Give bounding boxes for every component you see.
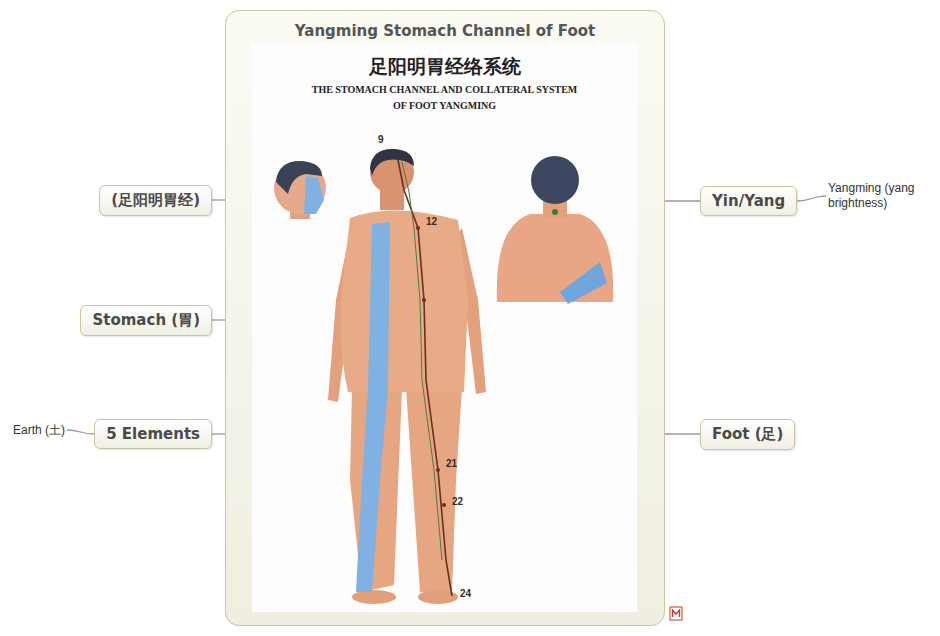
leaf-topic: Yangming (yang brightness): [826, 179, 930, 213]
point-dot: [442, 503, 446, 507]
poster-title: 足阳明胃经络系统: [252, 54, 637, 80]
head: [531, 156, 579, 204]
channel-line: [398, 160, 452, 596]
topic-text: (足阳明胃经): [111, 191, 200, 210]
topic-text: Yin/Yang: [712, 192, 785, 210]
branch-connector: [665, 200, 700, 201]
branch-topic: Yin/Yang: [700, 186, 797, 216]
topic-text: Yangming Stomach Channel of Foot: [226, 22, 664, 40]
topic-text: Yangming (yang brightness): [828, 181, 928, 211]
torso: [341, 210, 468, 392]
channel-band: [356, 222, 390, 592]
branch-connector: [212, 199, 225, 200]
point-dot: [436, 468, 440, 472]
back-view: [497, 156, 613, 304]
leg: [406, 388, 462, 592]
foot: [352, 590, 396, 604]
branch-connector: [665, 433, 700, 434]
poster-subtitle: THE STOMACH CHANNEL AND COLLATERAL SYSTE…: [307, 82, 582, 113]
channel-band: [560, 262, 607, 304]
callout-number: 9: [378, 134, 384, 145]
callout-number: 24: [460, 588, 471, 599]
branch-topic: 5 Elements: [94, 419, 212, 449]
branch-connector: [212, 319, 225, 320]
leaf-topic: Earth (土): [11, 421, 67, 440]
point-dot: [422, 298, 426, 302]
side-head: [274, 161, 326, 219]
callout-number: 22: [452, 496, 463, 507]
icon-frame: [670, 607, 682, 620]
callout-number: 12: [426, 216, 437, 227]
callout-number: 21: [446, 458, 457, 469]
poster-sheet: [252, 44, 637, 612]
topic-text: Stomach (胃): [92, 311, 200, 330]
branch-connector: [797, 196, 826, 201]
topic-text: 5 Elements: [106, 425, 200, 443]
topic-text: Earth (土): [13, 423, 65, 438]
branch-connector: [212, 433, 225, 434]
point-dot: [416, 226, 420, 230]
branch-topic: (足阳明胃经): [99, 185, 212, 216]
topic-text: Foot (足): [712, 425, 783, 444]
body-figure: [328, 149, 486, 604]
channel-line: [402, 162, 442, 560]
map-icon: [670, 607, 682, 620]
point-dot: [552, 209, 558, 215]
channel-band: [304, 176, 324, 214]
branch-connector: [67, 430, 94, 434]
panel-fill: [225, 10, 665, 626]
branch-topic: Stomach (胃): [80, 305, 212, 336]
branch-topic: Foot (足): [700, 419, 795, 450]
icon-mark: [673, 610, 680, 617]
hair: [370, 149, 414, 176]
